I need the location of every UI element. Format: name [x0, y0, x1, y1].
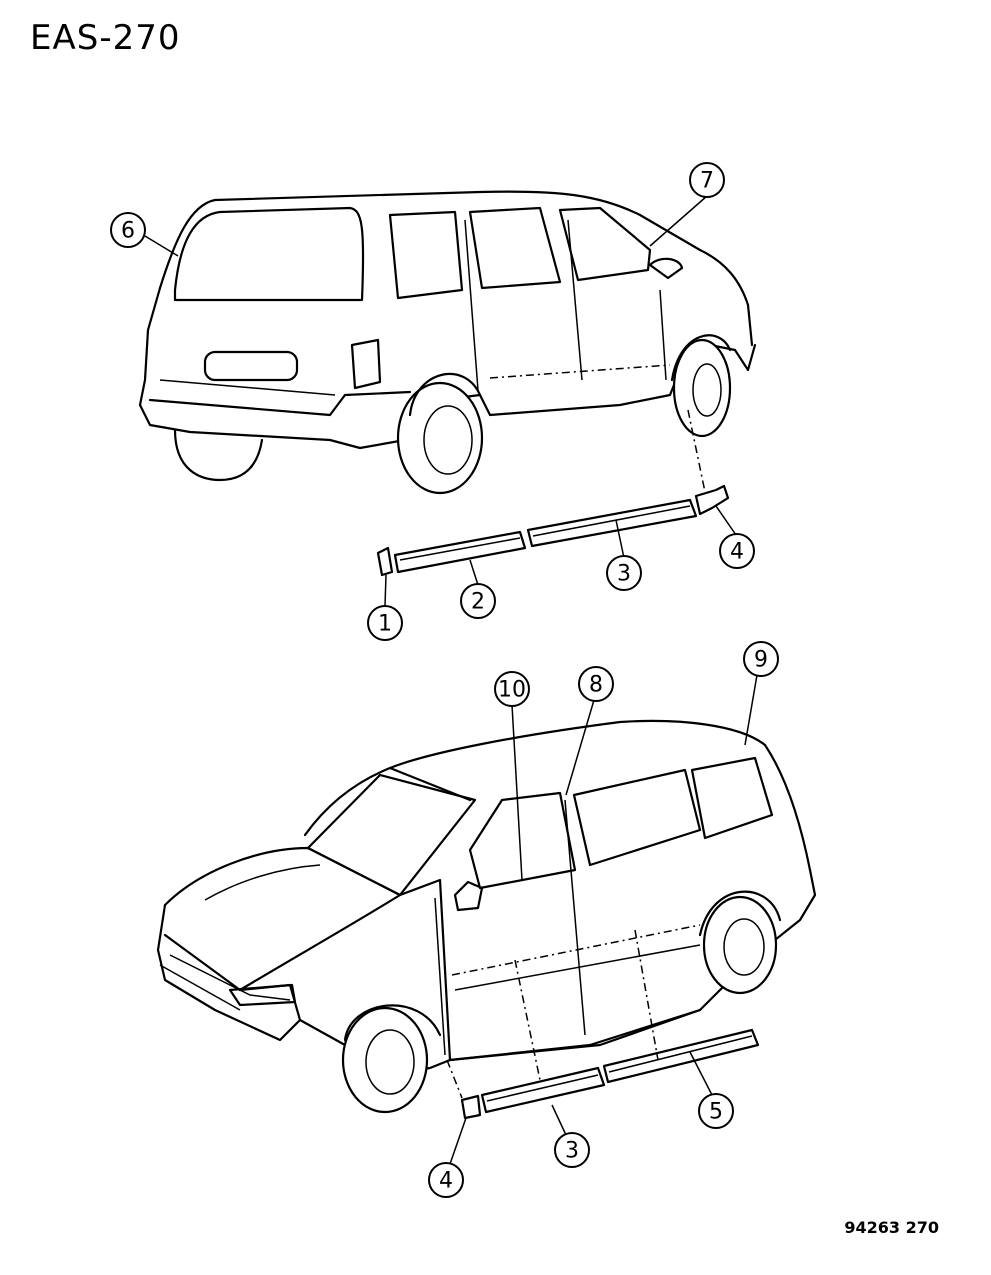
callout-4-bottom: 4 [428, 1162, 464, 1198]
rear-molding-part [393, 530, 527, 574]
callout-3-top: 3 [606, 555, 642, 591]
top-van-illustration [138, 190, 757, 495]
callout-4-top: 4 [719, 533, 755, 569]
svg-text:9: 9 [754, 648, 768, 673]
callout-1: 1 [367, 605, 403, 641]
front-molding-part-bottom [602, 1028, 760, 1084]
end-cap-part-bottom [460, 1094, 482, 1120]
callout-9: 9 [743, 641, 779, 677]
callout-10: 10 [494, 671, 530, 707]
top-leader-lines [144, 195, 737, 607]
end-cap-part [376, 546, 394, 577]
middle-molding-part-bottom [480, 1066, 606, 1114]
svg-text:6: 6 [121, 219, 135, 244]
svg-text:10: 10 [498, 678, 526, 703]
svg-text:8: 8 [589, 673, 603, 698]
svg-text:3: 3 [565, 1139, 579, 1164]
callout-2: 2 [460, 583, 496, 619]
callout-7: 7 [689, 162, 725, 198]
bottom-running-board-parts [446, 929, 760, 1120]
diagram-code: EAS-270 [30, 18, 181, 58]
svg-text:4: 4 [439, 1169, 453, 1194]
svg-text:5: 5 [709, 1100, 723, 1125]
svg-text:7: 7 [700, 169, 714, 194]
front-cap-part [694, 484, 730, 516]
middle-molding-part [526, 498, 698, 548]
svg-text:3: 3 [617, 562, 631, 587]
callout-3-bottom: 3 [554, 1132, 590, 1168]
bottom-leader-lines [449, 674, 758, 1165]
svg-text:2: 2 [471, 590, 485, 615]
callout-8: 8 [578, 666, 614, 702]
callout-6: 6 [110, 212, 146, 248]
top-running-board-parts [376, 409, 730, 577]
svg-text:4: 4 [730, 540, 744, 565]
bottom-van-illustration [156, 719, 817, 1114]
callout-5: 5 [698, 1093, 734, 1129]
svg-text:1: 1 [378, 612, 392, 637]
figure-number: 94263 270 [844, 1218, 939, 1237]
